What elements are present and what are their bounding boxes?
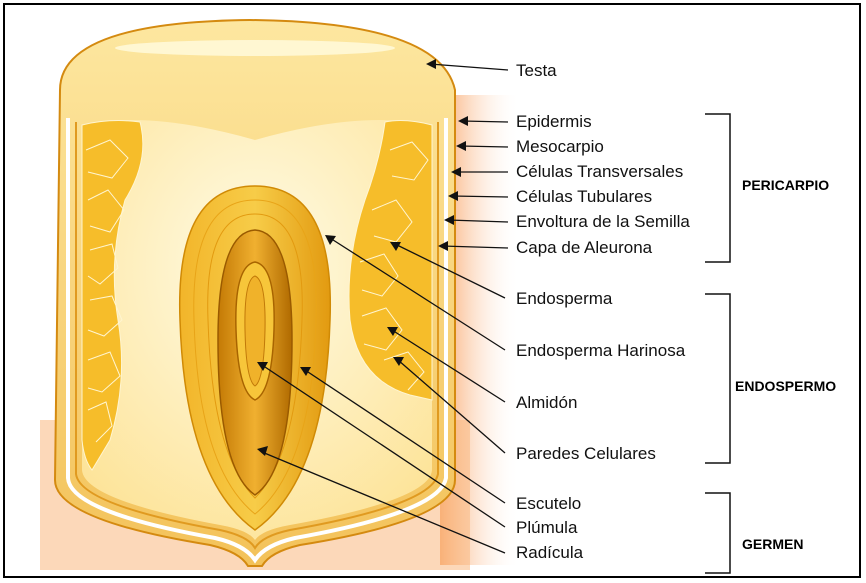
group-brackets [705,114,730,573]
testa-highlight [115,40,395,56]
label-endosperma-harinosa: Endosperma Harinosa [516,341,685,361]
label-almidon: Almidón [516,393,577,413]
label-envoltura: Envoltura de la Semilla [516,212,690,232]
label-epidermis: Epidermis [516,112,592,132]
group-germen: GERMEN [742,536,803,552]
label-escutelo: Escutelo [516,494,581,514]
group-pericarpio: PERICARPIO [742,177,829,193]
group-endospermo: ENDOSPERMO [735,378,859,394]
label-mesocarpio: Mesocarpio [516,137,604,157]
label-paredes: Paredes Celulares [516,444,656,464]
label-radicula: Radícula [516,543,583,563]
label-endosperma: Endosperma [516,289,612,309]
label-celulas-tubulares: Células Tubulares [516,187,652,207]
label-testa: Testa [516,61,557,81]
label-aleurona: Capa de Aleurona [516,238,652,258]
label-celulas-transversales: Células Transversales [516,162,683,182]
label-plumula: Plúmula [516,518,577,538]
